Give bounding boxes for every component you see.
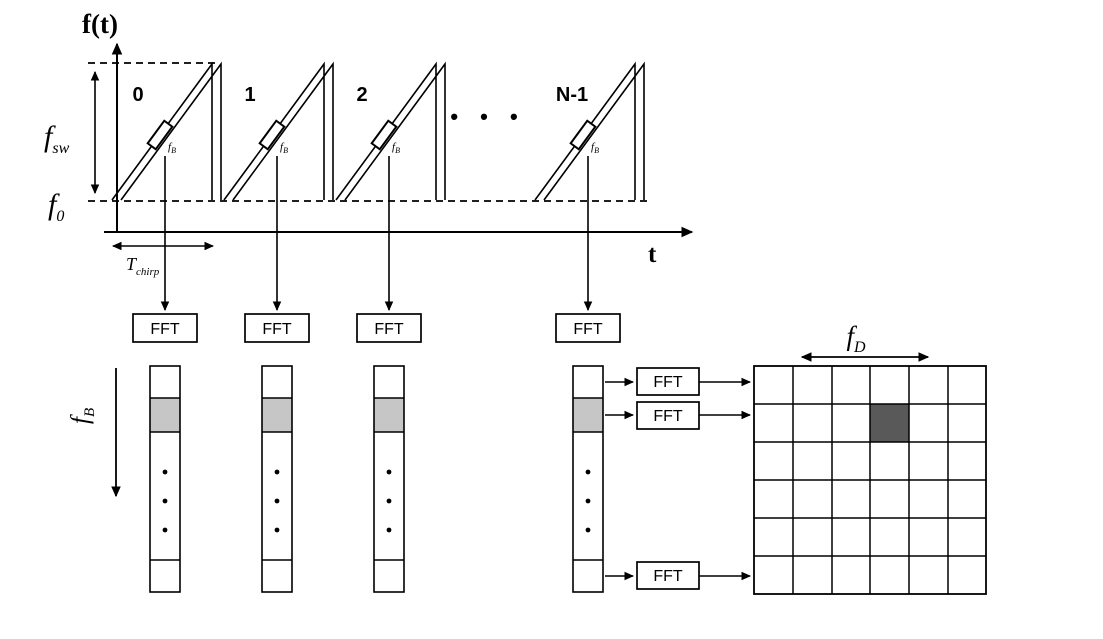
column-ellipsis-dots xyxy=(274,469,280,533)
range-bin-highlight-cell xyxy=(262,398,292,432)
column-ellipsis-dots xyxy=(386,469,392,533)
column-cell-dividers xyxy=(262,397,292,561)
ellipsis-dot xyxy=(386,469,392,475)
fft-box xyxy=(132,313,198,343)
beat-frequency-label: fB xyxy=(591,141,599,155)
ellipsis-dot xyxy=(386,527,392,533)
ellipsis-dot xyxy=(274,498,280,504)
doppler-axis-label: fD xyxy=(846,321,866,356)
fft-box xyxy=(636,401,700,430)
beat-frequency-label: fB xyxy=(168,141,176,155)
fft-box-label: FFT xyxy=(374,321,404,338)
f-sw-label: fsw xyxy=(44,120,70,157)
column-outline xyxy=(261,365,293,593)
x-axis-label: t xyxy=(648,241,657,268)
beat-frequency-segment xyxy=(569,119,597,151)
ellipsis-dot xyxy=(274,469,280,475)
fft-box-label: FFT xyxy=(573,321,603,338)
f0-label: f0 xyxy=(48,188,64,225)
t-chirp-label: Tchirp xyxy=(126,254,160,278)
fft-box xyxy=(244,313,310,343)
ellipsis-dot xyxy=(386,498,392,504)
range-bin-column-1 xyxy=(261,365,293,593)
column-cell-dividers xyxy=(573,397,603,561)
ellipsis-dot xyxy=(585,469,591,475)
range-bin-highlight-cell xyxy=(573,398,603,432)
column-ellipsis-dots xyxy=(585,469,591,533)
range-bin-highlight-cell xyxy=(150,398,180,432)
chirp-n-1: fB N-1 xyxy=(534,61,645,312)
chirp-waveform xyxy=(335,61,446,201)
column-outline xyxy=(149,365,181,593)
chirp-2: fB 2 xyxy=(335,61,446,312)
fft-box-label: FFT xyxy=(653,568,683,585)
doppler-fft-stage: FFT FFT FFT xyxy=(605,367,752,590)
fft-box xyxy=(636,367,700,396)
beat-frequency-label: fB xyxy=(280,141,288,155)
chirp-0: fB 0 xyxy=(111,61,222,312)
beat-frequency-segment xyxy=(146,119,174,151)
time-frequency-plot xyxy=(88,42,694,251)
range-axis: fB xyxy=(67,368,121,498)
map-grid-lines xyxy=(754,366,986,594)
column-cell-dividers xyxy=(150,397,180,561)
doppler-cell-highlight xyxy=(870,404,909,442)
column-ellipsis-dots xyxy=(162,469,168,533)
range-fft-box-n-1: FFT xyxy=(555,313,621,343)
chirp-ellipsis: • • • xyxy=(450,104,525,129)
fft-box-label: FFT xyxy=(653,374,683,391)
range-bin-column-n-1 xyxy=(572,365,604,593)
range-doppler-map: fD xyxy=(753,321,987,595)
range-axis-label: fB xyxy=(67,408,98,424)
chirp-waveform xyxy=(111,61,222,201)
doppler-fft-box-0: FFT xyxy=(636,367,700,396)
range-fft-box-1: FFT xyxy=(244,313,310,343)
range-bin-column-0 xyxy=(149,365,181,593)
range-bin-highlight-cell xyxy=(374,398,404,432)
ellipsis-dot xyxy=(162,527,168,533)
beat-frequency-label: fB xyxy=(392,141,400,155)
column-outline xyxy=(572,365,604,593)
column-outline xyxy=(373,365,405,593)
chirp-waveform xyxy=(223,61,334,201)
doppler-fft-box-1: FFT xyxy=(636,401,700,430)
fft-box xyxy=(356,313,422,343)
chirp-1: fB 1 xyxy=(223,61,334,312)
fft-box-label: FFT xyxy=(262,321,292,338)
ellipsis-dot xyxy=(162,469,168,475)
fft-box xyxy=(636,561,700,590)
fft-box-label: FFT xyxy=(150,321,180,338)
chirp-waveform xyxy=(534,61,645,201)
beat-frequency-segment xyxy=(370,119,398,151)
fft-box-label: FFT xyxy=(653,408,683,425)
column-cell-dividers xyxy=(374,397,404,561)
chirp-index-label: 0 xyxy=(132,84,143,106)
beat-frequency-segment xyxy=(258,119,286,151)
doppler-fft-box-last: FFT xyxy=(636,561,700,590)
ellipsis-dot xyxy=(274,527,280,533)
chirp-index-label: N-1 xyxy=(556,84,588,106)
chirp-index-label: 1 xyxy=(244,84,255,106)
range-bin-column-2 xyxy=(373,365,405,593)
ellipsis-dot xyxy=(585,498,591,504)
range-fft-box-0: FFT xyxy=(132,313,198,343)
ellipsis-dot xyxy=(585,527,591,533)
y-axis-label: f(t) xyxy=(82,9,118,39)
fft-box xyxy=(555,313,621,343)
range-fft-box-2: FFT xyxy=(356,313,422,343)
ellipsis-dot xyxy=(162,498,168,504)
chirp-index-label: 2 xyxy=(356,84,367,106)
